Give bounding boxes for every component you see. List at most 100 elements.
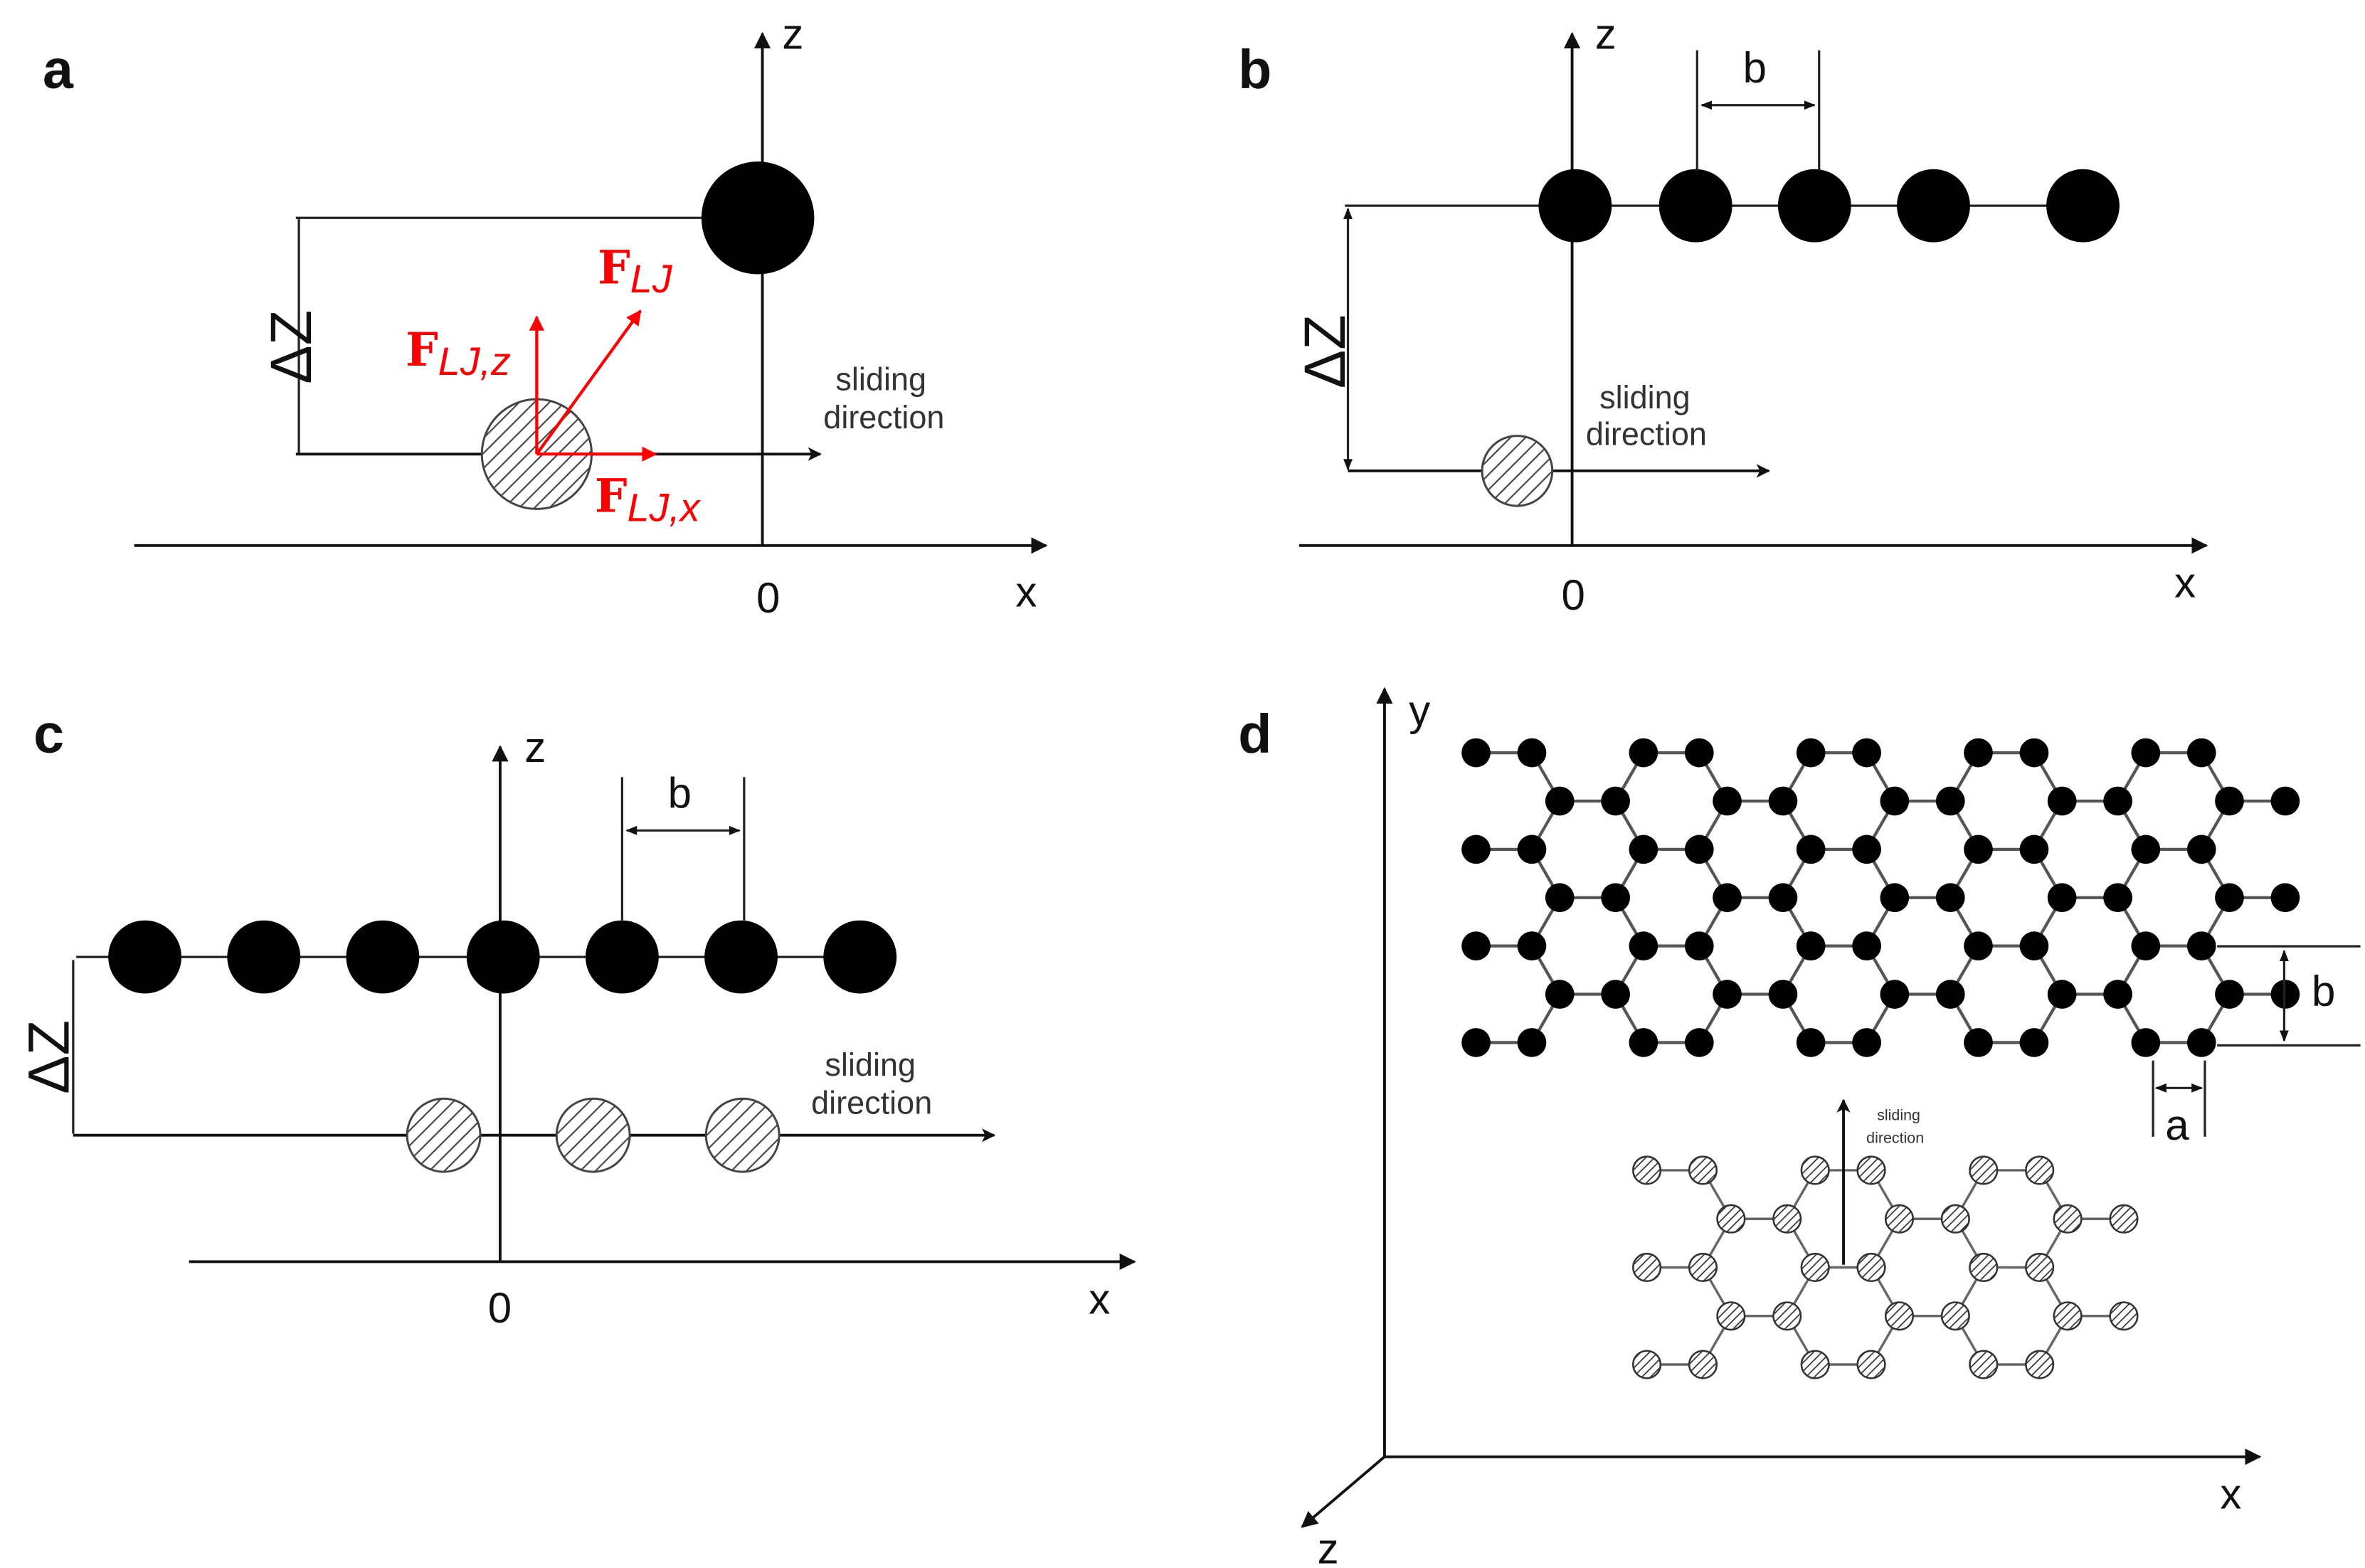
panel-a-force-x-label: FLJ,x	[595, 470, 702, 530]
panel-a-sliding-label-2: direction	[823, 399, 944, 435]
panel-c-z-label: z	[524, 724, 546, 771]
lattice-atom	[2025, 1252, 2055, 1283]
lattice-atom	[1964, 931, 1993, 961]
panel-b-upper-atoms	[1538, 169, 2120, 243]
lattice-atom	[1796, 738, 1826, 768]
lattice-atom	[2025, 1350, 2055, 1379]
panel-b-upper-atom	[1538, 169, 1612, 243]
lattice-atom	[2109, 1301, 2139, 1331]
lattice-atom	[1632, 1252, 1662, 1283]
lattice-atom	[2186, 738, 2216, 768]
lattice-atom	[1716, 1204, 1746, 1234]
panel-b-sliding-label-1: sliding	[1599, 379, 1691, 415]
lattice-atom	[2053, 1204, 2083, 1234]
lattice-atom	[2131, 1028, 2161, 1057]
lattice-atom	[1940, 1301, 1970, 1331]
lattice-atom	[1852, 835, 1881, 864]
panel-d-z-label: z	[1318, 1525, 1339, 1568]
lattice-atom	[2186, 835, 2216, 864]
panel-a-sliding-label-1: sliding	[835, 361, 926, 397]
panel-a-letter: a	[43, 39, 74, 100]
panel-d-a-label: a	[2165, 1101, 2189, 1149]
lattice-atom	[2131, 835, 2161, 864]
lattice-atom	[1964, 1028, 1993, 1057]
lattice-atom	[2186, 931, 2216, 961]
panel-c-upper-atom	[585, 920, 659, 994]
panel-c-upper-atom	[466, 920, 540, 994]
lattice-atom	[1684, 931, 1714, 961]
lattice-atom	[1856, 1350, 1886, 1379]
lattice-atom	[1632, 1155, 1662, 1185]
lattice-atom	[2186, 1028, 2216, 1057]
lattice-atom	[2019, 931, 2049, 961]
lattice-atom	[1935, 980, 1965, 1009]
panel-b-upper-atom	[1658, 169, 1732, 243]
lattice-atom	[1688, 1350, 1718, 1379]
lattice-atom	[1713, 786, 1742, 816]
lattice-atom	[2109, 1204, 2139, 1234]
panel-a-z-label: z	[782, 11, 803, 58]
panel-c-letter: c	[33, 704, 64, 765]
lattice-atom	[1601, 980, 1631, 1009]
panel-d-lower-lattice	[1632, 1155, 2139, 1379]
lattice-atom	[1629, 1028, 1658, 1057]
lattice-atom	[1517, 738, 1547, 768]
panel-c-lower-atom	[704, 1097, 781, 1173]
lattice-atom	[1772, 1301, 1802, 1331]
lattice-atom	[1601, 883, 1631, 913]
panel-d-x-label: x	[2220, 1470, 2241, 1517]
lattice-atom	[1969, 1155, 1999, 1185]
panel-b-upper-atom	[2046, 169, 2120, 243]
lattice-atom	[1852, 931, 1881, 961]
panel-b-lower-atom	[1481, 435, 1554, 507]
lattice-atom	[2053, 1301, 2083, 1331]
lattice-atom	[1688, 1252, 1718, 1283]
lattice-atom	[2215, 883, 2244, 913]
lattice-atom	[1461, 1028, 1491, 1057]
lattice-atom	[1716, 1301, 1746, 1331]
lattice-atom	[1545, 980, 1575, 1009]
lattice-atom	[1629, 931, 1658, 961]
panel-d-sliding-label-2: direction	[1866, 1129, 1924, 1146]
lattice-atom	[1461, 931, 1491, 961]
panel-d-b-label: b	[2312, 968, 2335, 1015]
panel-a-dz-label: ΔZ	[259, 310, 324, 384]
panel-c-lower-atom	[406, 1097, 482, 1173]
lattice-atom	[2103, 786, 2132, 816]
lattice-atom	[1796, 931, 1826, 961]
panel-b-origin-label: 0	[1562, 571, 1585, 619]
lattice-atom	[1768, 786, 1798, 816]
lattice-atom	[1461, 835, 1491, 864]
panel-d-sliding-label-1: sliding	[1877, 1106, 1920, 1123]
lattice-atom	[1632, 1350, 1662, 1379]
lattice-atom	[2270, 786, 2300, 816]
lattice-atom	[1796, 1028, 1826, 1057]
panel-c: c z x 0 b ΔZ sliding direction	[16, 704, 1136, 1332]
panel-b-letter: b	[1238, 39, 1271, 100]
lattice-atom	[1629, 835, 1658, 864]
lattice-atom	[1768, 883, 1798, 913]
lattice-atom	[2019, 1028, 2049, 1057]
panel-a-origin-label: 0	[756, 574, 780, 622]
lattice-atom	[1800, 1155, 1830, 1185]
lattice-atom	[1800, 1252, 1830, 1283]
panel-b-dz-label: ΔZ	[1293, 314, 1358, 388]
lattice-atom	[2103, 883, 2132, 913]
lattice-atom	[1545, 786, 1575, 816]
panel-a-force-z-label: FLJ,z	[406, 324, 511, 383]
lattice-atom	[1964, 835, 1993, 864]
lattice-atom	[1684, 1028, 1714, 1057]
panel-b-upper-atom	[1777, 169, 1851, 243]
panel-c-lower-atom	[555, 1097, 631, 1173]
lattice-atom	[1517, 1028, 1547, 1057]
panel-c-upper-atom	[227, 920, 301, 994]
panel-a: a z x 0 ΔZ sliding direction FLJ FLJ,z F…	[43, 11, 1048, 622]
panel-b: b z x 0 b ΔZ sliding direction	[1238, 11, 2208, 619]
lattice-atom	[2019, 738, 2049, 768]
panel-a-x-label: x	[1015, 568, 1037, 615]
panel-c-x-label: x	[1089, 1275, 1110, 1323]
panel-d-z-axis	[1301, 1456, 1386, 1528]
lattice-atom	[2047, 980, 2077, 1009]
panel-c-upper-atoms	[108, 920, 897, 994]
